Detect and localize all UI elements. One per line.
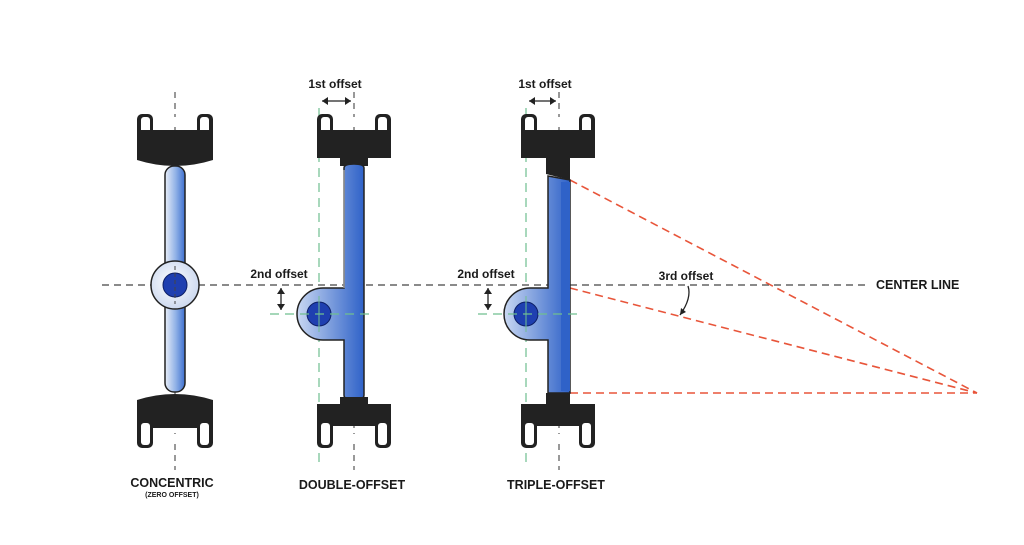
first-offset-label-double: 1st offset: [308, 77, 361, 91]
concentric-top-seat: [137, 114, 213, 166]
concentric-bottom-seat: [137, 394, 213, 448]
concentric-valve: CONCENTRIC (ZERO OFFSET): [130, 92, 214, 499]
triple-offset-title: TRIPLE-OFFSET: [507, 478, 605, 492]
double-offset-disc: [296, 163, 365, 401]
double-offset-valve: 1st offset 2nd offset: [250, 77, 405, 492]
triple-offset-top-seat: [521, 114, 595, 180]
triple-offset-disc: [503, 175, 571, 394]
triple-offset-bottom-seat: [521, 393, 595, 448]
double-offset-top-seat: [317, 114, 391, 166]
center-line-label: CENTER LINE: [876, 278, 959, 292]
second-offset-label-triple: 2nd offset: [457, 267, 514, 281]
triple-offset-valve: 1st offset 3rd offset 2nd: [457, 77, 978, 492]
first-offset-label-triple: 1st offset: [518, 77, 571, 91]
third-offset-cone: [569, 179, 978, 394]
double-offset-bottom-seat: [317, 397, 391, 448]
concentric-subtitle: (ZERO OFFSET): [145, 492, 199, 499]
third-offset-label: 3rd offset: [659, 269, 714, 283]
concentric-title: CONCENTRIC: [130, 476, 213, 490]
second-offset-label-double: 2nd offset: [250, 267, 307, 281]
double-offset-title: DOUBLE-OFFSET: [299, 478, 406, 492]
